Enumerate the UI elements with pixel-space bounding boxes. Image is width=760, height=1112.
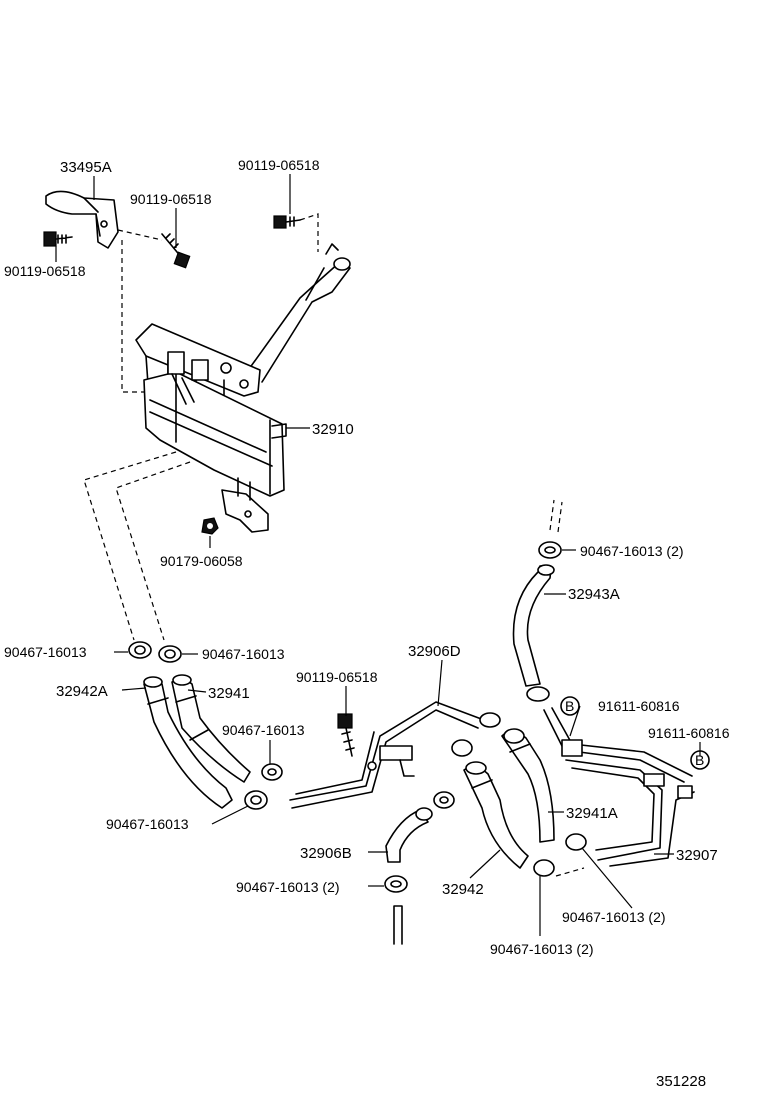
hose-route-dash-1 bbox=[83, 451, 177, 641]
hose-32941 bbox=[171, 674, 251, 783]
label-32907: 32907 bbox=[676, 847, 718, 864]
leader-32942 bbox=[469, 849, 501, 879]
leader-32941 bbox=[187, 689, 207, 693]
clamp-left-4 bbox=[244, 790, 268, 810]
ref-circle-b-2 bbox=[690, 750, 710, 770]
label-90119-left: 90119-06518 bbox=[4, 263, 86, 279]
hose-32942a bbox=[143, 676, 233, 809]
label-90467-1: 90467-16013 (2) bbox=[580, 543, 684, 559]
clamp-top-right bbox=[538, 541, 562, 559]
pipe-32906d bbox=[289, 701, 485, 809]
label-90467-6: 90467-16013 (2) bbox=[236, 879, 340, 895]
assembly-line-top-bolt bbox=[299, 213, 319, 252]
bolt-top-right bbox=[273, 215, 301, 229]
bolt-90119-lower bbox=[337, 713, 355, 757]
pipe-stub-top-right bbox=[549, 499, 563, 533]
pipe-32907 bbox=[543, 707, 695, 867]
label-32906b: 32906B bbox=[300, 845, 352, 862]
assembly-line-lower-right bbox=[555, 867, 585, 877]
clamp-center-2 bbox=[433, 791, 455, 809]
clamp-center-1 bbox=[451, 739, 473, 757]
assembly-line-bracket-to-bolt bbox=[117, 229, 163, 241]
hose-32943a bbox=[512, 564, 555, 687]
label-90119-lower: 90119-06518 bbox=[296, 669, 378, 685]
label-90119-mid: 90119-06518 bbox=[130, 191, 212, 207]
clamp-right-lower-2 bbox=[533, 859, 555, 877]
unit-32910 bbox=[135, 243, 351, 533]
clamp-center-3 bbox=[479, 712, 501, 728]
label-90467-8: 90467-16013 (2) bbox=[490, 941, 594, 957]
bolt-left-upper bbox=[43, 231, 73, 247]
ref-b-1: B bbox=[565, 698, 574, 714]
bolt-middle-upper bbox=[161, 233, 191, 269]
clamp-bottom-left bbox=[384, 875, 408, 893]
label-32941a: 32941A bbox=[566, 805, 618, 822]
label-33495a: 33495A bbox=[60, 159, 112, 176]
bracket-33495a bbox=[45, 190, 119, 249]
leader-90467-5 bbox=[211, 805, 249, 825]
clamp-left-2 bbox=[158, 645, 182, 663]
label-32910: 32910 bbox=[312, 421, 354, 438]
hose-32906b bbox=[385, 807, 433, 863]
assembly-line-bracket-down bbox=[121, 240, 150, 393]
ref-circle-b-1 bbox=[560, 696, 580, 716]
label-90467-4: 90467-16013 bbox=[222, 722, 305, 738]
label-91611-1: 91611-60816 bbox=[598, 698, 680, 714]
label-32906d: 32906D bbox=[408, 643, 461, 660]
leader-32906d bbox=[437, 659, 443, 707]
label-32942: 32942 bbox=[442, 881, 484, 898]
label-90467-3: 90467-16013 bbox=[202, 646, 285, 662]
label-90467-5: 90467-16013 bbox=[106, 816, 189, 832]
label-32943a: 32943A bbox=[568, 586, 620, 603]
label-91611-2: 91611-60816 bbox=[648, 725, 730, 741]
catalog-number: 351228 bbox=[656, 1073, 706, 1090]
hose-route-dash-2 bbox=[115, 461, 191, 641]
label-32941: 32941 bbox=[208, 685, 250, 702]
label-90179: 90179-06058 bbox=[160, 553, 243, 569]
hose-32941a bbox=[501, 728, 555, 843]
pipe-stub-bottom bbox=[393, 905, 403, 945]
leader-32942a bbox=[121, 687, 147, 691]
clamp-right-lower-1 bbox=[565, 833, 587, 851]
label-90119-top: 90119-06518 bbox=[238, 157, 320, 173]
label-90467-2: 90467-16013 bbox=[4, 644, 87, 660]
leader-90467-7 bbox=[581, 847, 633, 909]
ref-b-2: B bbox=[695, 752, 704, 768]
hose-32942 bbox=[463, 761, 529, 869]
clamp-right-mid bbox=[526, 686, 550, 702]
label-90467-7: 90467-16013 (2) bbox=[562, 909, 666, 925]
clamp-left-3 bbox=[261, 763, 283, 781]
clamp-left-1 bbox=[128, 641, 152, 659]
label-32942a: 32942A bbox=[56, 683, 108, 700]
nut-90179 bbox=[201, 517, 219, 535]
